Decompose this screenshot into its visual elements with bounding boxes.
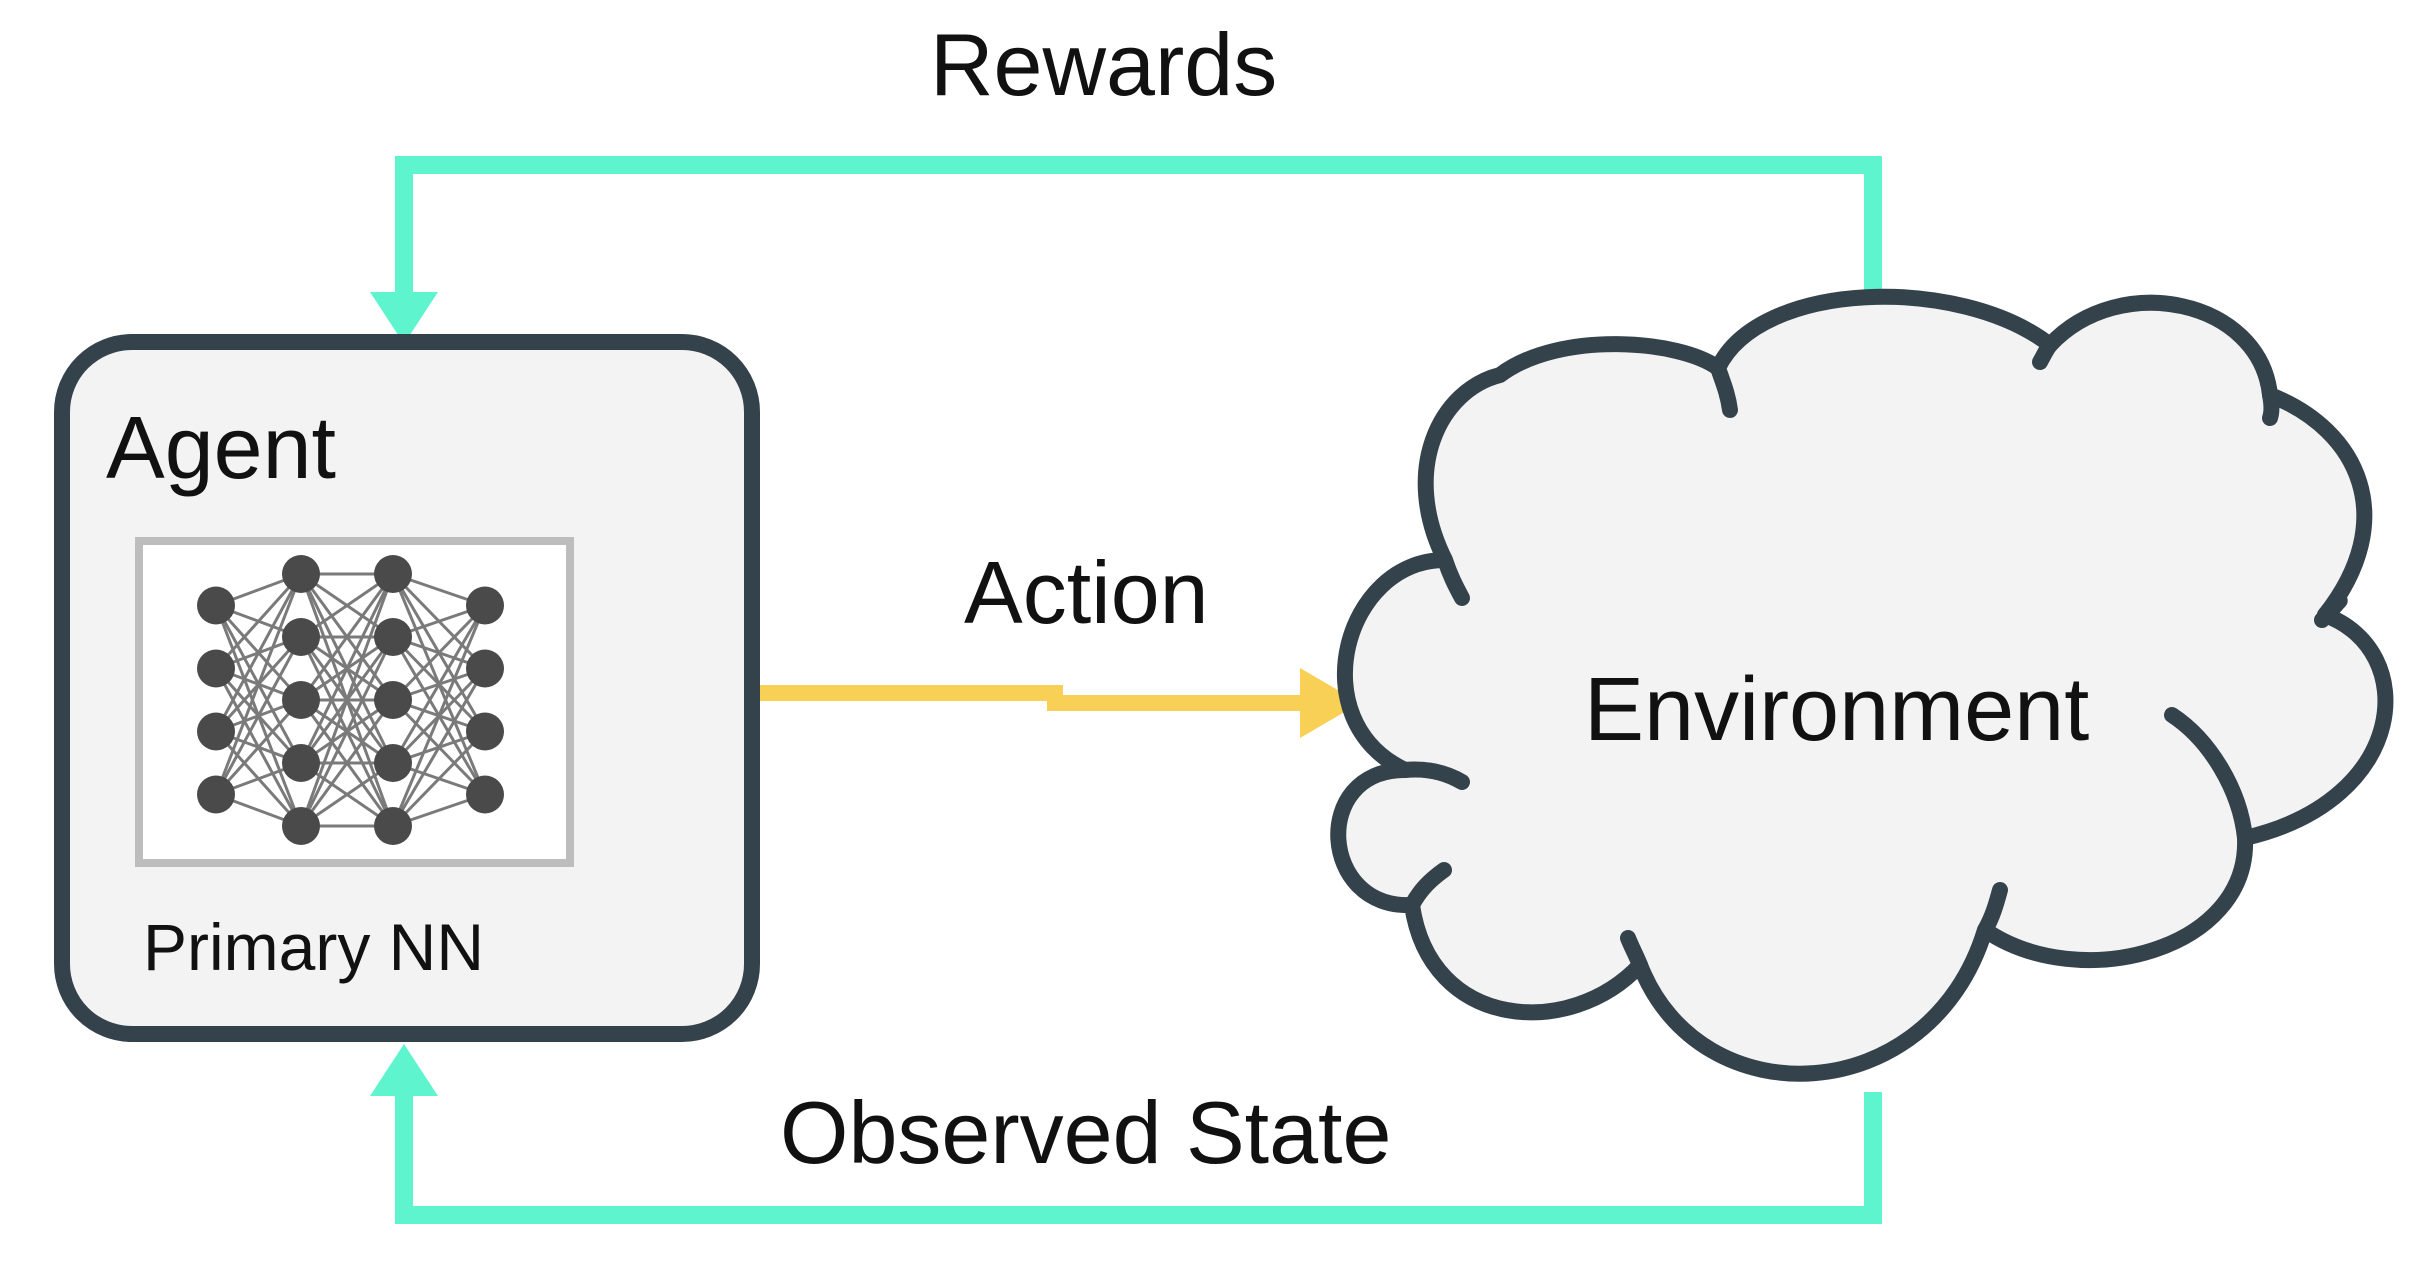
nn-edge xyxy=(391,667,487,827)
environment-cloud xyxy=(1330,288,2394,1082)
nn-node xyxy=(282,618,320,656)
nn-node xyxy=(282,807,320,845)
action-arrow xyxy=(760,668,1360,738)
nn-frame xyxy=(135,537,574,867)
action-arrowhead xyxy=(1300,668,1360,738)
observed-state-label: Observed State xyxy=(780,1083,1391,1182)
nn-node xyxy=(282,681,320,719)
nn-edge xyxy=(214,573,303,733)
primary-nn-label: Primary NN xyxy=(143,910,484,984)
nn-node xyxy=(197,775,235,814)
nn-node xyxy=(282,744,320,782)
nn-node xyxy=(197,649,235,688)
nn-node xyxy=(466,712,504,751)
nn-edge xyxy=(214,573,303,796)
nn-node xyxy=(374,618,412,656)
environment-label: Environment xyxy=(1584,660,2089,760)
nn-edge xyxy=(391,604,487,764)
nn-node xyxy=(374,555,412,593)
nn-node xyxy=(466,649,504,688)
nn-edge xyxy=(299,573,395,827)
nn-edge xyxy=(214,572,303,670)
nn-edge xyxy=(299,573,395,764)
nn-node xyxy=(466,775,504,814)
nn-edge xyxy=(214,636,303,796)
nn-edge xyxy=(391,730,487,828)
nn-node xyxy=(197,586,235,625)
nn-edge xyxy=(391,604,487,702)
nn-edge xyxy=(299,636,395,827)
nn-edge xyxy=(299,573,395,701)
nn-node xyxy=(282,555,320,593)
nn-edge xyxy=(299,699,395,827)
neural-network-icon xyxy=(197,555,504,845)
observed-state-arrow xyxy=(370,1044,1882,1224)
nn-node xyxy=(374,807,412,845)
nn-edge xyxy=(214,698,303,796)
nn-node xyxy=(466,586,504,625)
nn-edge xyxy=(391,604,487,827)
nn-node xyxy=(374,744,412,782)
nn-node xyxy=(374,681,412,719)
observed-state-arrowhead xyxy=(370,1044,438,1096)
nn-node xyxy=(197,712,235,751)
rewards-label: Rewards xyxy=(930,15,1277,114)
agent-label: Agent xyxy=(106,398,336,497)
action-label: Action xyxy=(964,543,1209,642)
rewards-arrow xyxy=(370,156,1882,344)
rewards-arrowhead xyxy=(370,292,438,344)
